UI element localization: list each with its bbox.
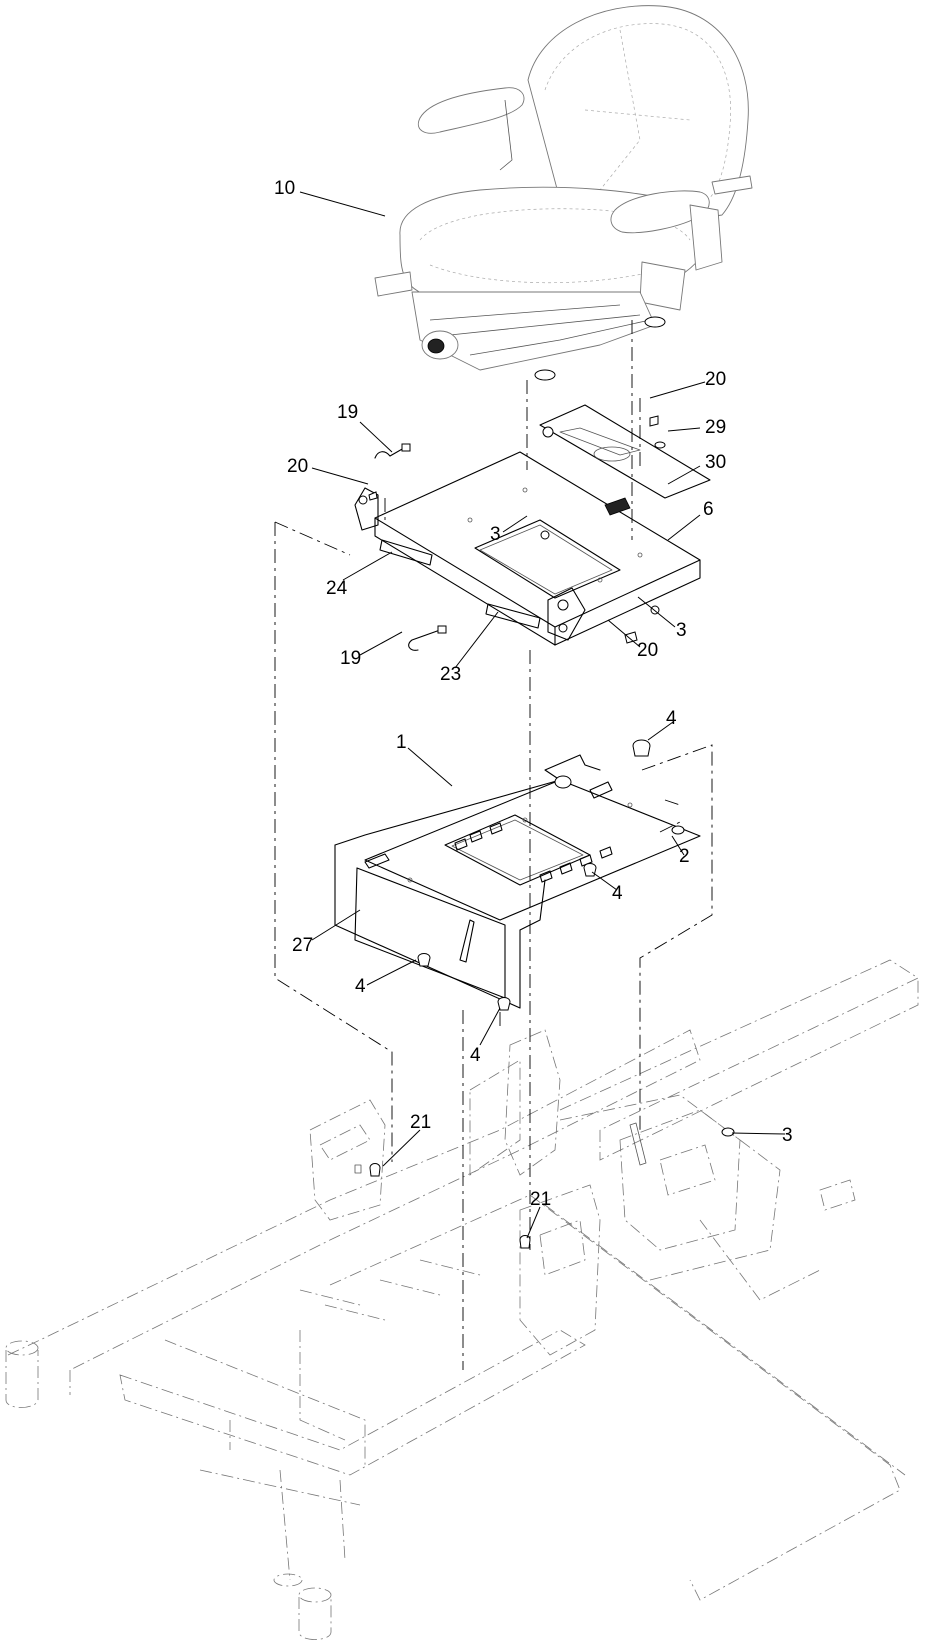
- seat-mount-plate: [354, 404, 711, 651]
- callout-19-lower: 19: [340, 648, 361, 669]
- callout-3-plate: 3: [490, 524, 501, 545]
- callout-10: 10: [274, 178, 295, 199]
- callout-6: 6: [703, 499, 714, 520]
- callout-2: 2: [679, 846, 690, 867]
- callout-24: 24: [326, 578, 348, 599]
- seat-assembly: [374, 5, 753, 381]
- callout-20-bottom: 20: [637, 640, 658, 661]
- frame-hardware: [369, 1127, 735, 1249]
- callout-20-left: 20: [287, 456, 308, 477]
- callout-21-left: 21: [410, 1112, 431, 1133]
- callout-leaders: [299, 191, 786, 1239]
- callout-4-left: 4: [355, 976, 366, 997]
- callout-4-right: 4: [612, 883, 623, 904]
- callout-30: 30: [705, 452, 726, 473]
- callout-23: 23: [440, 664, 461, 685]
- callout-19-upper: 19: [337, 402, 358, 423]
- callout-1: 1: [396, 732, 407, 753]
- chassis-frame-phantom: [5, 959, 919, 1640]
- seat-base-pan: [334, 739, 701, 1011]
- callout-29: 29: [705, 417, 726, 438]
- alignment-lines: [274, 320, 713, 1370]
- callout-4-bottom: 4: [470, 1045, 481, 1066]
- callout-27: 27: [292, 935, 313, 956]
- callout-4-top: 4: [666, 708, 677, 729]
- callout-labels: 10 20 29 30 19 20 6 3 24 3 20 19 23 4 1 …: [274, 178, 793, 1210]
- callout-20-top: 20: [705, 369, 726, 390]
- callout-21-center: 21: [530, 1189, 551, 1210]
- callout-3-right: 3: [676, 620, 687, 641]
- callout-3-frame: 3: [782, 1125, 793, 1146]
